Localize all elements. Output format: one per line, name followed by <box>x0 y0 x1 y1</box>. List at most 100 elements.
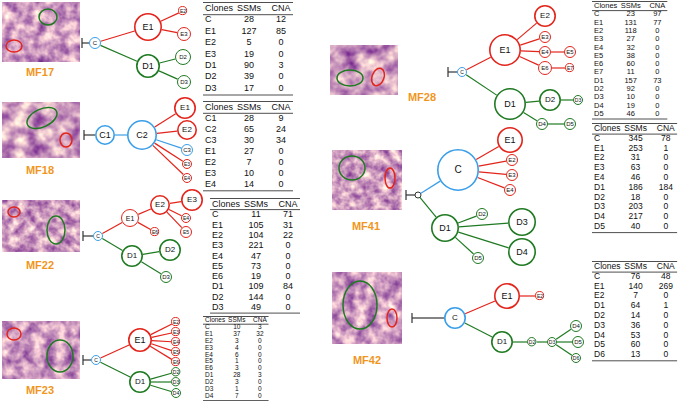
tissue-section <box>2 321 80 379</box>
table-cell: 0 <box>278 49 283 60</box>
clone-outline <box>90 38 101 49</box>
table-cell: E1 <box>205 146 216 157</box>
clone-label: D3 <box>173 380 179 385</box>
clone-outline <box>182 145 193 156</box>
table-cell: 19 <box>244 49 254 60</box>
table-cell: E3 <box>594 163 604 173</box>
clone-outline <box>432 215 458 241</box>
table-rule <box>592 232 677 233</box>
clone-outline <box>445 308 465 328</box>
clone-label: C <box>452 314 458 322</box>
clone-outline <box>509 209 535 235</box>
clone-outline <box>548 338 557 347</box>
clone-label: C <box>94 358 98 363</box>
clone-label: E1 <box>499 46 510 55</box>
table-cell: 27 <box>244 146 254 157</box>
table-cell: E3 <box>205 49 216 60</box>
lineage-branch <box>152 333 172 337</box>
table-cell: C <box>594 272 600 282</box>
lineage-branch <box>524 112 537 120</box>
clone-label: E5 <box>566 49 573 55</box>
lineage-branch <box>150 346 172 359</box>
clone-circle: D2 <box>171 367 180 376</box>
clone-circle: E2 <box>150 195 170 215</box>
table-cell: D2 <box>594 193 605 203</box>
clone-label: D4 <box>516 248 528 257</box>
table-cell: C1 <box>205 113 217 124</box>
table-cell: 10 <box>626 93 634 101</box>
lineage-branch <box>466 57 490 69</box>
clone-circle: D4 <box>171 388 181 398</box>
histology-image <box>2 200 80 252</box>
table-cell: E6 <box>212 271 223 281</box>
tissue-section <box>2 200 80 252</box>
table-cell: 0 <box>655 102 659 110</box>
table-cell: 3 <box>258 372 262 379</box>
clone-circle: C <box>89 37 101 49</box>
table-cell: 3 <box>278 60 283 71</box>
lineage-branch <box>478 178 505 188</box>
table-cell: 78 <box>661 134 670 144</box>
clone-circle: D1 <box>121 245 143 267</box>
histology-image <box>332 272 402 344</box>
clone-outline <box>507 170 518 181</box>
clone-outline <box>128 121 156 149</box>
table-cell: D1 <box>594 301 605 311</box>
clone-outline <box>539 62 552 75</box>
clone-label: D5 <box>474 255 482 261</box>
lineage-branch <box>151 385 172 391</box>
table-cell: 0 <box>655 52 659 60</box>
region-outline <box>343 281 377 329</box>
table-cell: 6 <box>235 352 239 359</box>
clone-circle: E2 <box>178 6 187 15</box>
clone-label: C2 <box>136 131 148 140</box>
clone-outline <box>176 50 191 65</box>
clone-outline <box>172 378 180 386</box>
clone-circle: D3 <box>508 208 536 236</box>
clone-circle: D6 <box>571 353 581 363</box>
table-cell: 97 <box>653 10 661 18</box>
table-cell: 0 <box>663 321 668 331</box>
clone-label: E4 <box>184 176 190 181</box>
clone-label: E2 <box>508 157 515 163</box>
clone-outline <box>172 328 180 336</box>
table-rule <box>203 95 293 96</box>
clone-outline <box>540 32 551 43</box>
table-cell: D1 <box>205 372 213 379</box>
table-cell: 0 <box>663 163 668 173</box>
lineage-branch <box>162 30 177 33</box>
table-cell: 0 <box>663 331 668 341</box>
clone-outline <box>495 89 525 119</box>
table-cell: 186 <box>628 183 642 193</box>
table-cell: 65 <box>244 124 254 135</box>
table-header: Clones <box>205 102 233 113</box>
table-cell: 0 <box>285 251 290 261</box>
table-cell: 60 <box>626 60 634 68</box>
root-stem <box>406 194 415 195</box>
histology-image <box>2 2 80 62</box>
lineage-branch <box>101 31 135 41</box>
root-stem <box>421 181 441 193</box>
clone-outline <box>161 272 172 283</box>
table-cell: 131 <box>624 19 637 27</box>
clone-outline <box>92 356 101 365</box>
table-cell: D3 <box>205 83 217 94</box>
clone-label: D2 <box>478 211 486 217</box>
table-cell: 0 <box>663 311 668 321</box>
table-cell: E4 <box>212 251 223 261</box>
clone-circle: E1 <box>489 34 521 66</box>
table-cell: 7 <box>246 157 251 168</box>
table-cell: 7 <box>235 393 239 400</box>
table-header: Clones <box>594 262 620 272</box>
clone-outline <box>135 14 161 40</box>
table-cell: 0 <box>655 35 659 43</box>
clone-label: D4 <box>538 121 546 127</box>
region-outline <box>60 133 72 147</box>
clone-label: D3 <box>162 274 170 280</box>
table-cell: 76 <box>631 272 640 282</box>
table-header: CNA <box>271 102 290 113</box>
lineage-branch <box>552 67 565 68</box>
histology-image <box>2 102 80 158</box>
table-cell: 84 <box>283 281 293 291</box>
